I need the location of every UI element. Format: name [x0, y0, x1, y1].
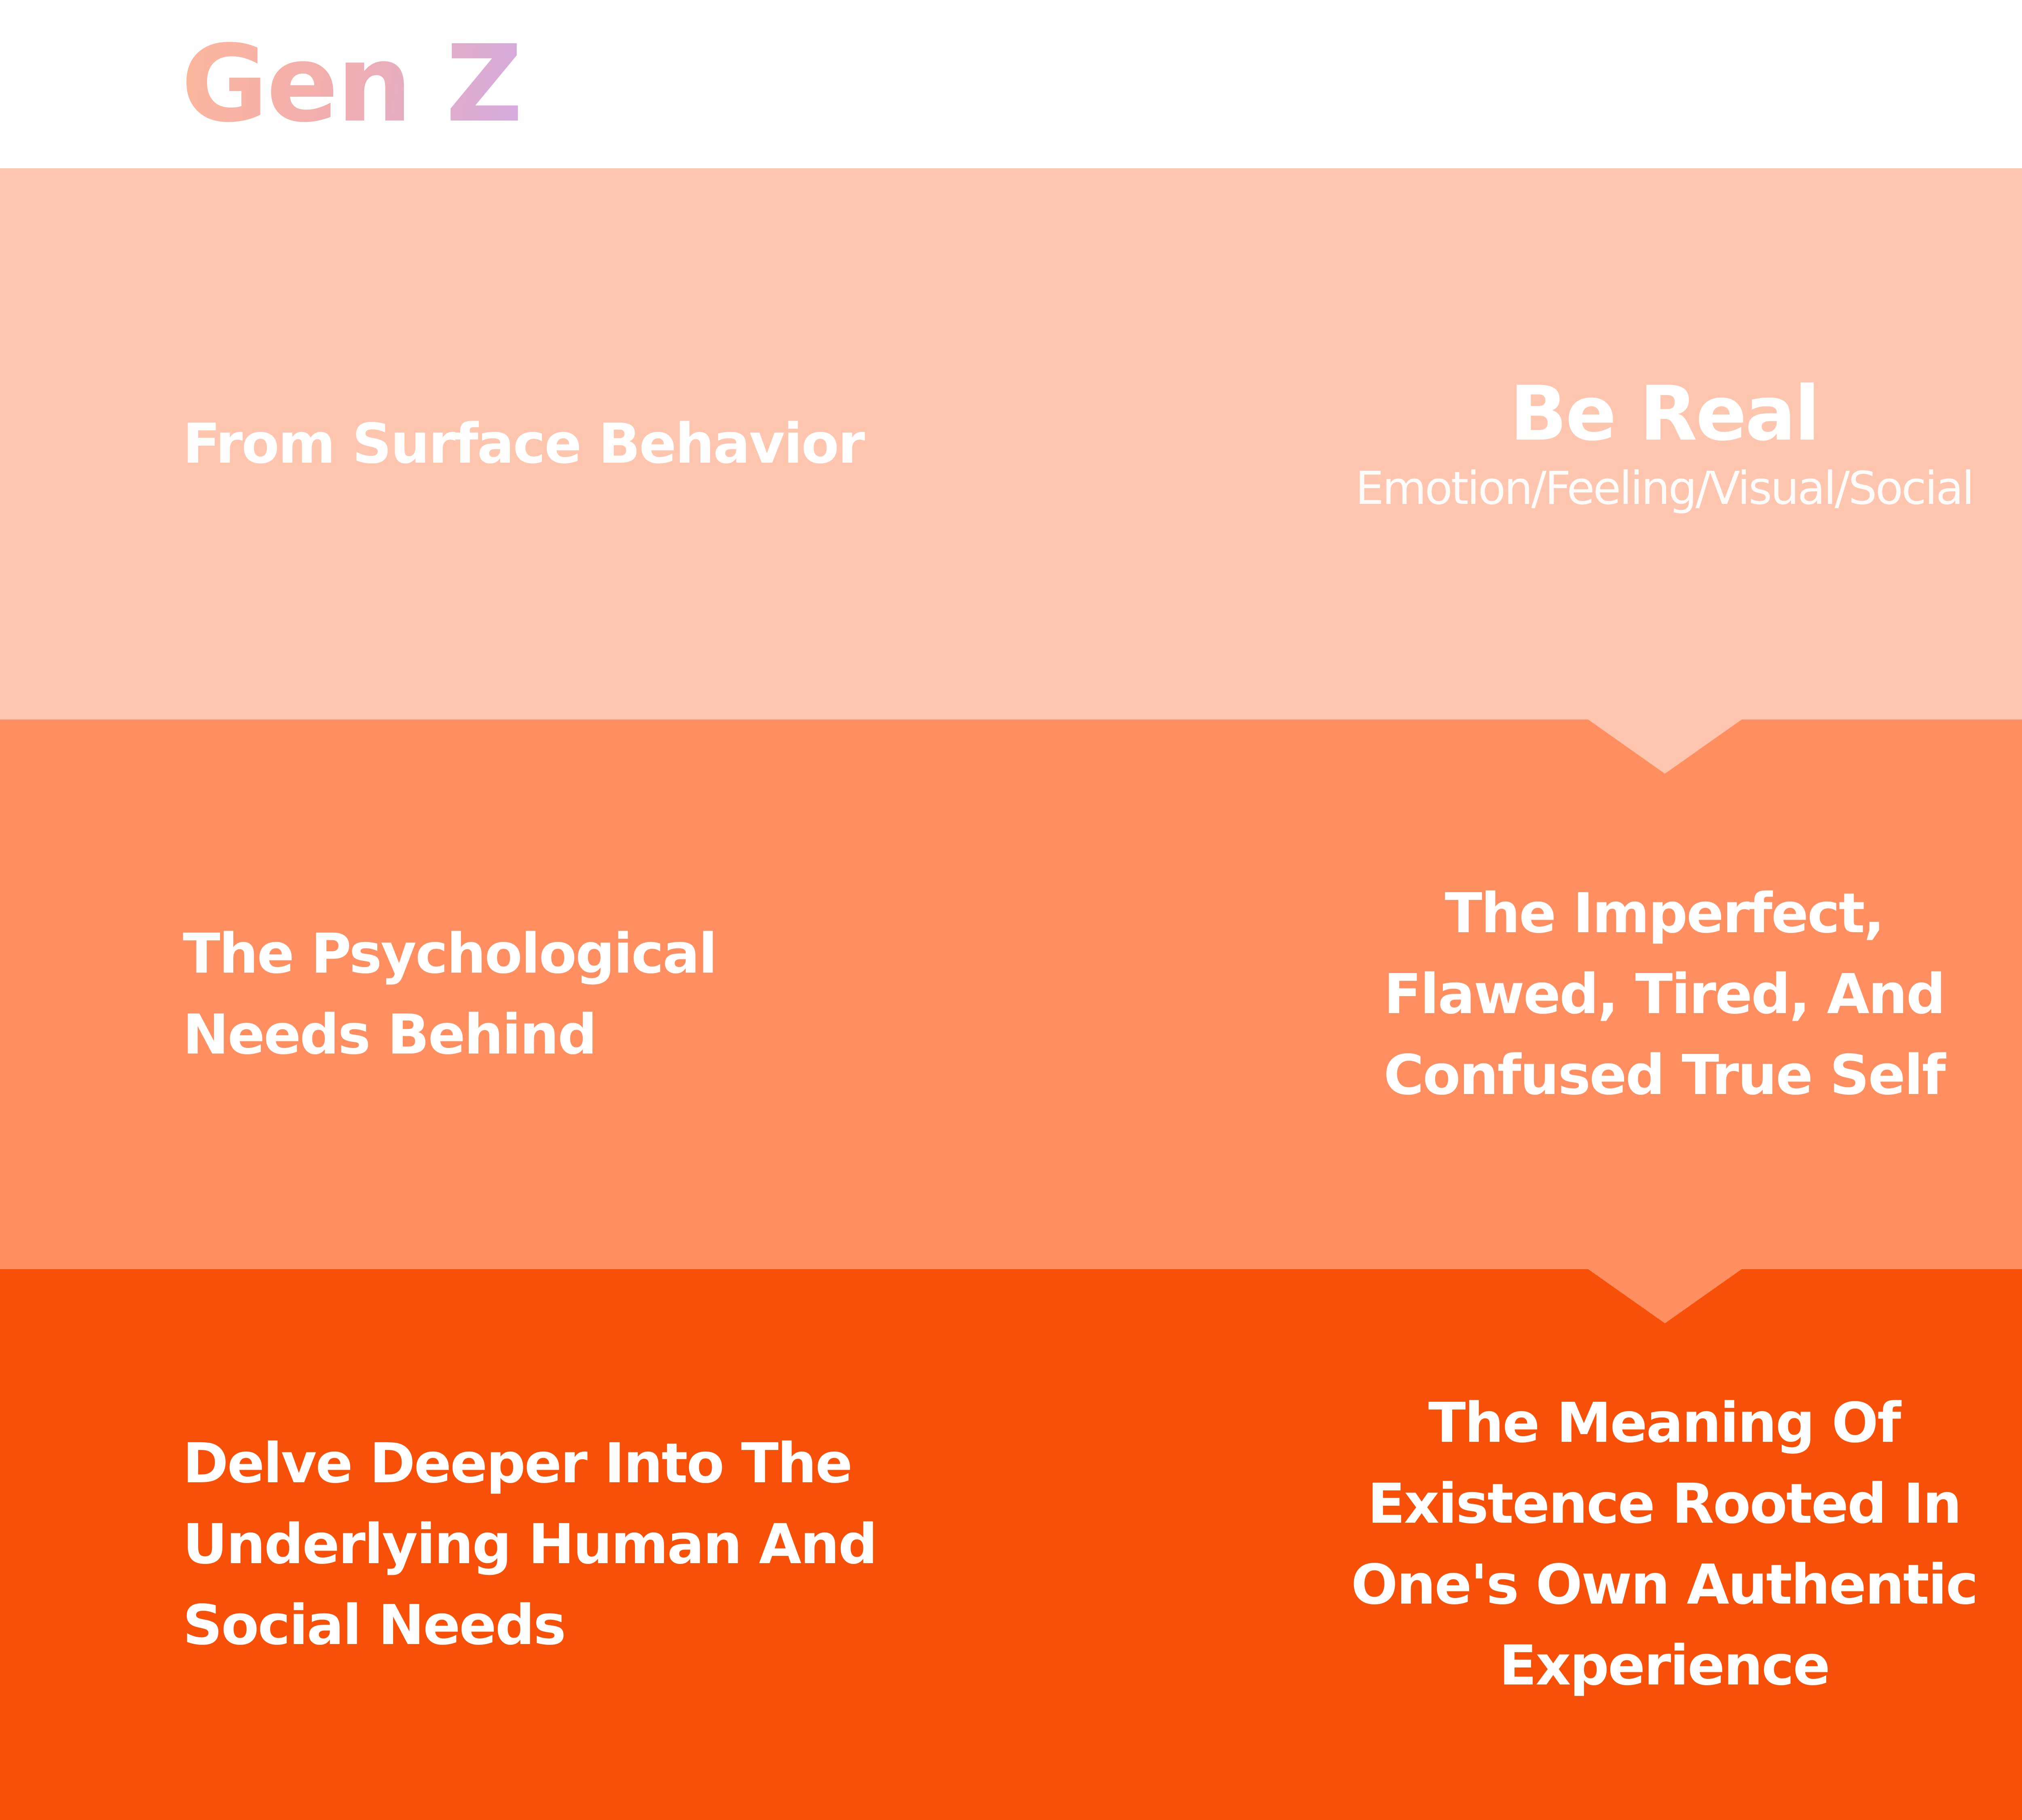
row-label-line: Delve Deeper Into The — [183, 1432, 852, 1496]
cell-line: Existence Rooted In — [1367, 1472, 1962, 1536]
column-be-real: Be Real Emotion/Feeling/Visual/Social — [1300, 168, 2022, 720]
row-label-line: The Psychological — [183, 922, 717, 986]
cell-line: One's Own Authentic — [1351, 1553, 1978, 1617]
cell-line: Experience — [1499, 1634, 1830, 1698]
row-label-line: Social Needs — [183, 1594, 566, 1657]
cell-line: Flawed, Tired, And — [1383, 962, 1946, 1026]
row-psychological-needs: The Psychological Needs Behind The Imper… — [0, 720, 2022, 1323]
row-label-line: Underlying Human And — [183, 1513, 878, 1577]
column-heading: Be Real — [1510, 369, 1820, 457]
down-arrow-notch-icon — [1588, 720, 1742, 774]
row-surface-behavior: From Surface Behavior Be Real Emotion/Fe… — [0, 168, 2022, 774]
down-arrow-notch-icon — [1588, 1269, 1742, 1323]
cell-line: Confused True Self — [1383, 1043, 1946, 1107]
header: Gen Z — [0, 0, 2022, 168]
cell-line: The Imperfect, — [1445, 881, 1885, 946]
row-label: Delve Deeper Into The Underlying Human A… — [183, 1269, 1113, 1820]
row-label: The Psychological Needs Behind — [183, 720, 1113, 1269]
column-be-real-deeper: The Meaning Of Existence Rooted In One's… — [1300, 1269, 2022, 1820]
column-subheading: Emotion/Feeling/Visual/Social — [1355, 462, 1975, 515]
column-be-real-need: The Imperfect, Flawed, Tired, And Confus… — [1300, 720, 2022, 1269]
cell-line: The Meaning Of — [1428, 1391, 1901, 1455]
row-label-line: Needs Behind — [183, 1003, 597, 1067]
row-deeper-needs: Delve Deeper Into The Underlying Human A… — [0, 1269, 2022, 1820]
row-label-line: From Surface Behavior — [183, 412, 865, 476]
page-title: Gen Z — [181, 22, 522, 146]
row-label: From Surface Behavior — [183, 168, 1113, 720]
